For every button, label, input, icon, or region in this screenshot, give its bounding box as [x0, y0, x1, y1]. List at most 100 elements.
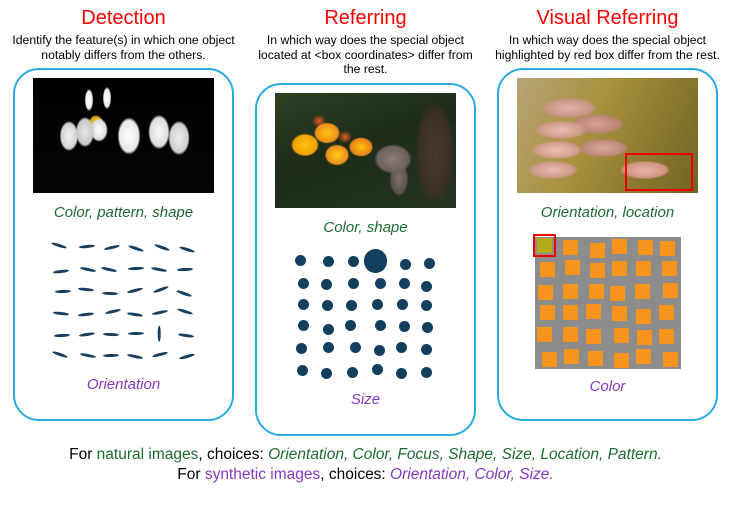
synthetic-answer-caption-visual-referring: Color — [589, 378, 626, 396]
orientation-dash — [52, 269, 69, 275]
orientation-dash — [79, 352, 97, 359]
orientation-dash — [178, 352, 196, 361]
size-dot — [398, 278, 410, 290]
footer-line2-subject: synthetic images — [204, 465, 321, 483]
size-dot — [322, 300, 334, 312]
lego-stormtroopers-photo — [33, 78, 214, 194]
orientation-dash — [152, 285, 169, 295]
size-dot — [298, 298, 310, 310]
color-square — [636, 308, 652, 324]
orientation-dash — [157, 325, 162, 342]
footer-line1-mid: , choices: — [198, 445, 269, 463]
size-dot — [348, 256, 360, 268]
color-square — [636, 260, 652, 276]
orientation-dash — [152, 350, 169, 359]
size-dot — [420, 280, 432, 292]
color-square — [537, 284, 553, 300]
color-square — [661, 261, 677, 277]
panel-referring: Referring In which way does the special … — [248, 0, 483, 436]
orientation-dash — [103, 244, 120, 252]
natural-answer-caption-referring: Color, shape — [323, 218, 408, 236]
footer-caption: For natural images, choices: Orientation… — [0, 445, 731, 485]
size-dot — [374, 278, 386, 290]
size-dot — [374, 319, 386, 331]
orientation-dash — [151, 309, 168, 317]
orientation-dash — [151, 266, 168, 274]
size-dot — [372, 299, 384, 311]
color-square — [565, 260, 581, 276]
size-dot — [297, 364, 309, 376]
size-dot — [398, 320, 410, 332]
size-dot — [347, 277, 359, 289]
color-square — [635, 349, 651, 365]
size-dots-grid — [290, 249, 441, 382]
color-square — [635, 284, 651, 300]
orientation-dash — [102, 291, 119, 296]
orientation-dash — [78, 287, 95, 293]
footer-line1-choices: Orientation, Color, Focus, Shape, Size, … — [268, 445, 662, 463]
footer-line2-prefix: For — [177, 465, 205, 483]
color-square — [611, 238, 627, 254]
footer-line-natural: For natural images, choices: Orientation… — [0, 445, 731, 465]
color-square — [659, 241, 675, 257]
color-square — [659, 304, 675, 320]
orientation-dash — [127, 353, 144, 360]
panel-detection: Detection Identify the feature(s) in whi… — [6, 0, 241, 436]
synthetic-answer-caption-detection: Orientation — [86, 376, 161, 394]
size-dot — [372, 363, 384, 375]
orientation-dash — [178, 333, 195, 339]
sun-conures-and-dove-photo — [275, 92, 456, 208]
size-dot — [322, 256, 334, 268]
size-dot — [345, 320, 356, 332]
panel-title-detection: Detection — [81, 7, 166, 29]
color-square — [637, 329, 653, 345]
orientation-dash — [177, 307, 194, 316]
orientation-dash — [77, 312, 95, 318]
size-dot — [395, 341, 407, 353]
orientation-dash — [53, 333, 71, 339]
color-square — [588, 351, 604, 367]
size-dot — [420, 367, 432, 379]
color-square — [613, 353, 629, 369]
color-square — [539, 305, 555, 321]
panel-body-detection: Color, pattern, shape Orientation — [13, 68, 234, 422]
panel-row: Detection Identify the feature(s) in whi… — [6, 0, 720, 436]
orientation-dash — [176, 289, 193, 298]
natural-answer-caption-visual-referring: Orientation, location — [540, 204, 675, 222]
size-dot — [320, 367, 332, 379]
color-square — [586, 304, 602, 320]
size-dot — [399, 259, 411, 271]
synthetic-answer-caption-referring: Size — [350, 390, 381, 408]
color-square — [611, 306, 627, 322]
orientation-dash — [126, 311, 143, 318]
red-highlight-box-piglet — [625, 153, 693, 192]
orientation-dash — [102, 353, 120, 358]
size-dot — [347, 366, 359, 378]
panel-description-visual-referring: In which way does the special object hig… — [495, 33, 720, 62]
orientation-dash — [100, 266, 118, 273]
orientation-dash — [128, 332, 145, 336]
color-squares-grid — [532, 234, 681, 370]
orientation-dash — [126, 286, 144, 295]
color-square — [563, 349, 579, 364]
color-square — [588, 284, 604, 300]
orientation-dash — [102, 332, 119, 337]
size-dot — [373, 344, 385, 356]
orientation-dash — [79, 266, 96, 273]
color-square — [539, 261, 555, 277]
panel-title-referring: Referring — [324, 7, 407, 29]
lego-stormtroopers-image — [33, 78, 214, 194]
color-square-special — [536, 238, 552, 254]
color-square — [541, 351, 557, 367]
panel-description-referring: In which way does the special object loc… — [258, 33, 473, 77]
size-dot — [295, 343, 307, 355]
piglets-image — [517, 78, 698, 194]
size-dot — [395, 367, 407, 379]
red-highlight-box-square — [532, 234, 556, 258]
orientation-dash — [179, 245, 196, 254]
size-dot — [295, 254, 306, 266]
orientation-dash — [153, 243, 170, 252]
color-square — [613, 327, 629, 343]
size-dot — [320, 279, 332, 291]
color-square — [563, 304, 579, 320]
